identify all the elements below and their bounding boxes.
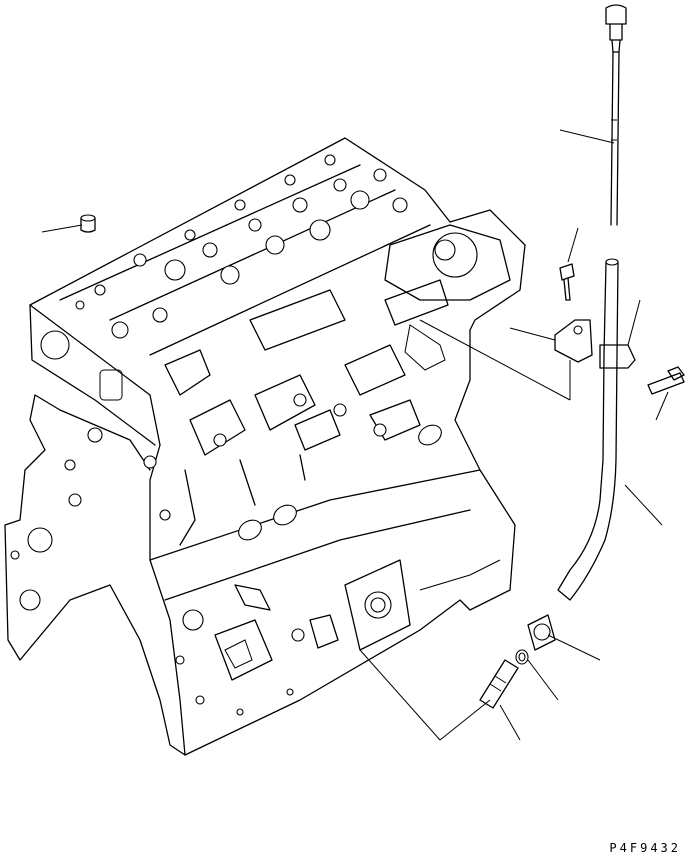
leader-dipstick	[559, 129, 615, 144]
leader-port	[359, 649, 491, 741]
dipstick-assembly	[479, 4, 685, 709]
leader-bracket-block	[419, 319, 571, 401]
cap-part	[80, 214, 96, 233]
dipstick-rod	[610, 51, 620, 226]
leader-clamp-bolt	[655, 391, 669, 421]
drawing-code: P4F9432	[609, 841, 681, 855]
leader-connector	[499, 704, 521, 741]
adapter-nut-shape	[527, 614, 556, 651]
leader-cap	[41, 224, 83, 233]
engine-block	[4, 137, 526, 756]
leader-upper-bolt	[567, 227, 579, 263]
clamp-bolt	[647, 372, 685, 395]
clamp-shape	[599, 344, 636, 369]
leader-guide-tube	[624, 484, 663, 526]
rocker-arms	[164, 279, 449, 546]
leader-o-ring	[527, 659, 559, 701]
leader-lines	[41, 129, 669, 741]
dipstick-handle	[605, 4, 627, 25]
leader-bracket	[509, 327, 556, 341]
connector-shape	[479, 659, 519, 709]
guide-tube-path	[557, 261, 619, 601]
upper-bolt	[559, 263, 575, 281]
leader-adapter-nut	[547, 634, 601, 661]
bracket-shape	[554, 319, 593, 363]
leader-clamp	[627, 299, 641, 346]
